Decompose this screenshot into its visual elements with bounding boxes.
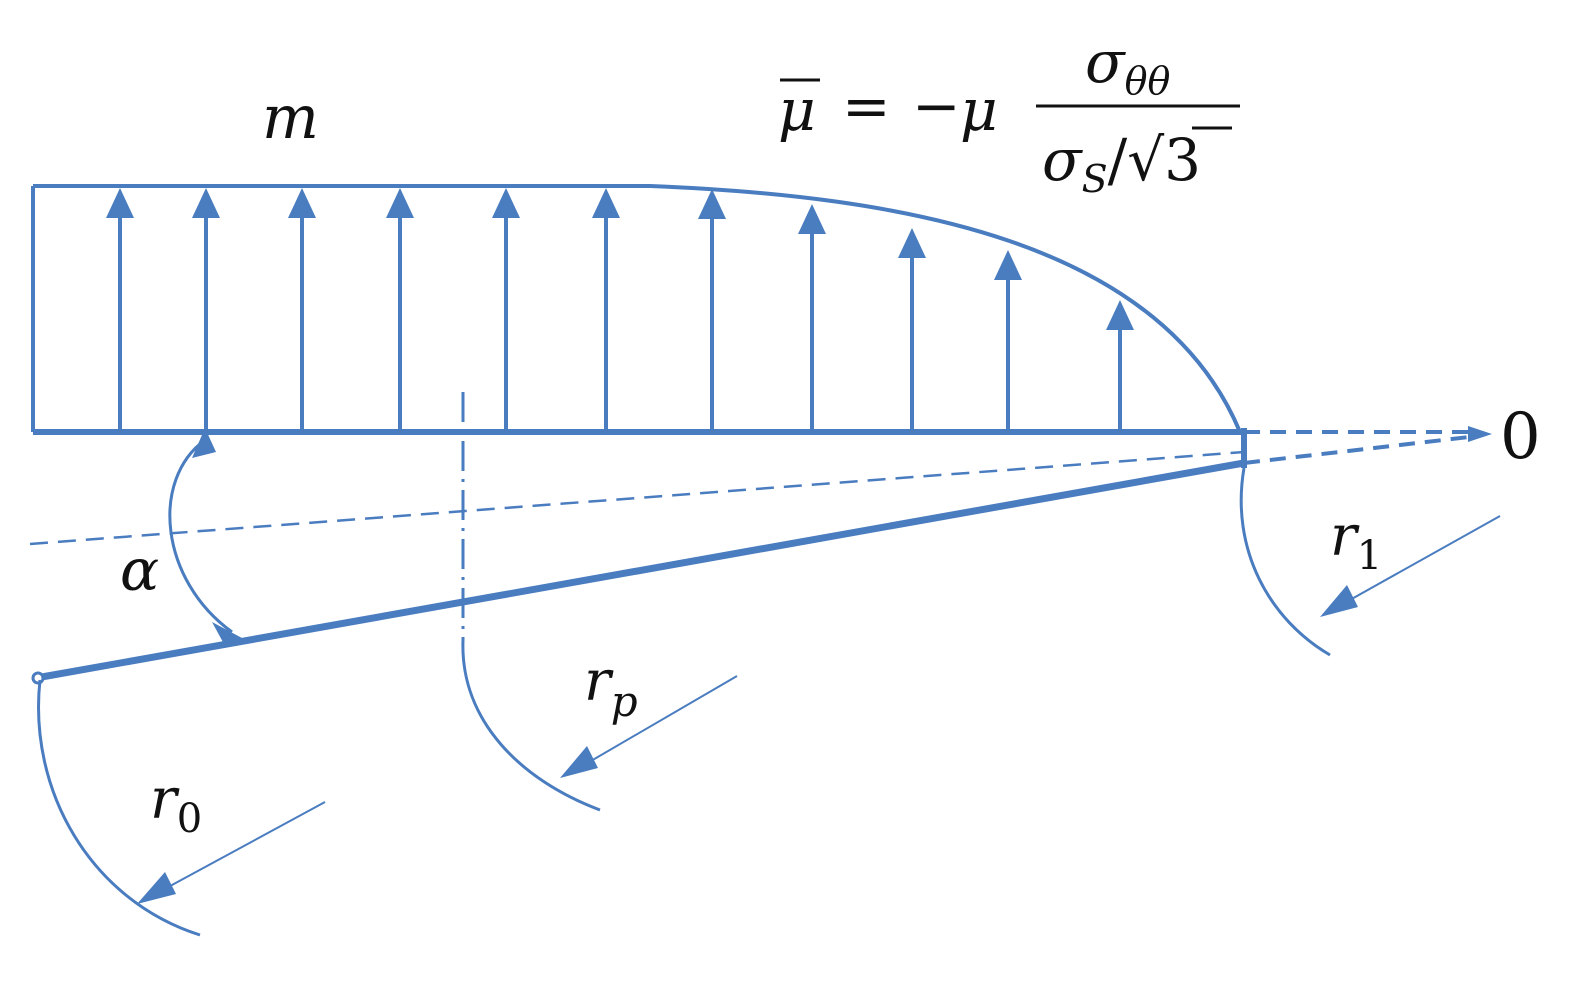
label-r1: r1 <box>1330 504 1382 579</box>
formula-den-sigma: σ <box>1042 126 1083 194</box>
tip-region <box>1241 426 1492 468</box>
formula-denominator: σS/√3 <box>1042 126 1201 201</box>
alpha-arc <box>168 438 233 634</box>
apex-arrowhead <box>1468 426 1492 442</box>
r0-arc <box>37 679 201 937</box>
rp-arrow <box>571 675 738 773</box>
r1-arc <box>1239 467 1331 657</box>
label-r0: r0 <box>150 767 202 842</box>
formula-den-sub: S <box>1082 157 1108 201</box>
friction-distribution <box>31 184 1244 435</box>
dashed-center-line <box>29 450 1245 546</box>
formula-den-three: 3 <box>1164 126 1201 194</box>
friction-envelope-curve <box>33 184 1242 433</box>
friction-arrow-head <box>994 250 1022 280</box>
label-m: m <box>262 83 319 153</box>
friction-formula: μ = − μ σθθ σS/√3 <box>778 28 1240 201</box>
friction-arrow-head <box>386 188 414 218</box>
label-zero: 0 <box>1500 400 1541 474</box>
friction-arrow-head <box>698 189 726 219</box>
friction-arrows <box>106 188 1134 432</box>
dashed-extension-lower <box>1243 434 1479 465</box>
formula-mu: μ <box>960 76 998 144</box>
radius-r1-group <box>1239 467 1501 657</box>
formula-num-sigma: σ <box>1085 28 1126 96</box>
label-r1-sub: 1 <box>1357 533 1382 579</box>
friction-arrow-head <box>592 188 620 218</box>
alpha-arrowhead-top <box>192 428 216 458</box>
inclined-surface-end <box>31 671 45 685</box>
rp-arc <box>461 639 601 812</box>
formula-num-sub: θθ <box>1125 59 1171 103</box>
label-rp: rp <box>584 649 638 726</box>
friction-arrow-head <box>1106 300 1134 330</box>
rp-arrowhead <box>560 746 598 778</box>
label-r0-sub: 0 <box>177 796 202 842</box>
friction-arrow-head <box>898 228 926 258</box>
friction-arrow-head <box>288 188 316 218</box>
label-alpha: α <box>120 536 159 604</box>
formula-den-slash: / <box>1108 126 1128 194</box>
r1-arrow <box>1331 515 1501 611</box>
formula-den-sqrt: √ <box>1127 126 1164 194</box>
formula-minus: − <box>912 72 961 140</box>
formula-numerator: σθθ <box>1085 28 1170 103</box>
friction-arrow-head <box>192 188 220 218</box>
label-r0-base: r <box>150 767 180 832</box>
formula-lhs: μ <box>778 76 816 144</box>
alpha-arrowhead-bottom <box>212 622 242 644</box>
angle-alpha-indicator <box>168 428 242 644</box>
r0-arrow <box>147 801 326 899</box>
label-rp-base: r <box>584 649 614 714</box>
friction-arrow-head <box>106 188 134 218</box>
label-rp-sub: p <box>611 677 638 726</box>
label-r1-base: r <box>1330 504 1360 569</box>
radius-rp-group <box>461 639 738 812</box>
radius-r0-group <box>37 679 326 937</box>
r1-arrowhead <box>1320 585 1358 617</box>
friction-arrow-head <box>492 188 520 218</box>
inclined-surface-line <box>35 459 1245 682</box>
formula-equals: = <box>842 72 891 140</box>
r0-arrowhead <box>137 872 176 904</box>
friction-arrow-head <box>798 204 826 234</box>
